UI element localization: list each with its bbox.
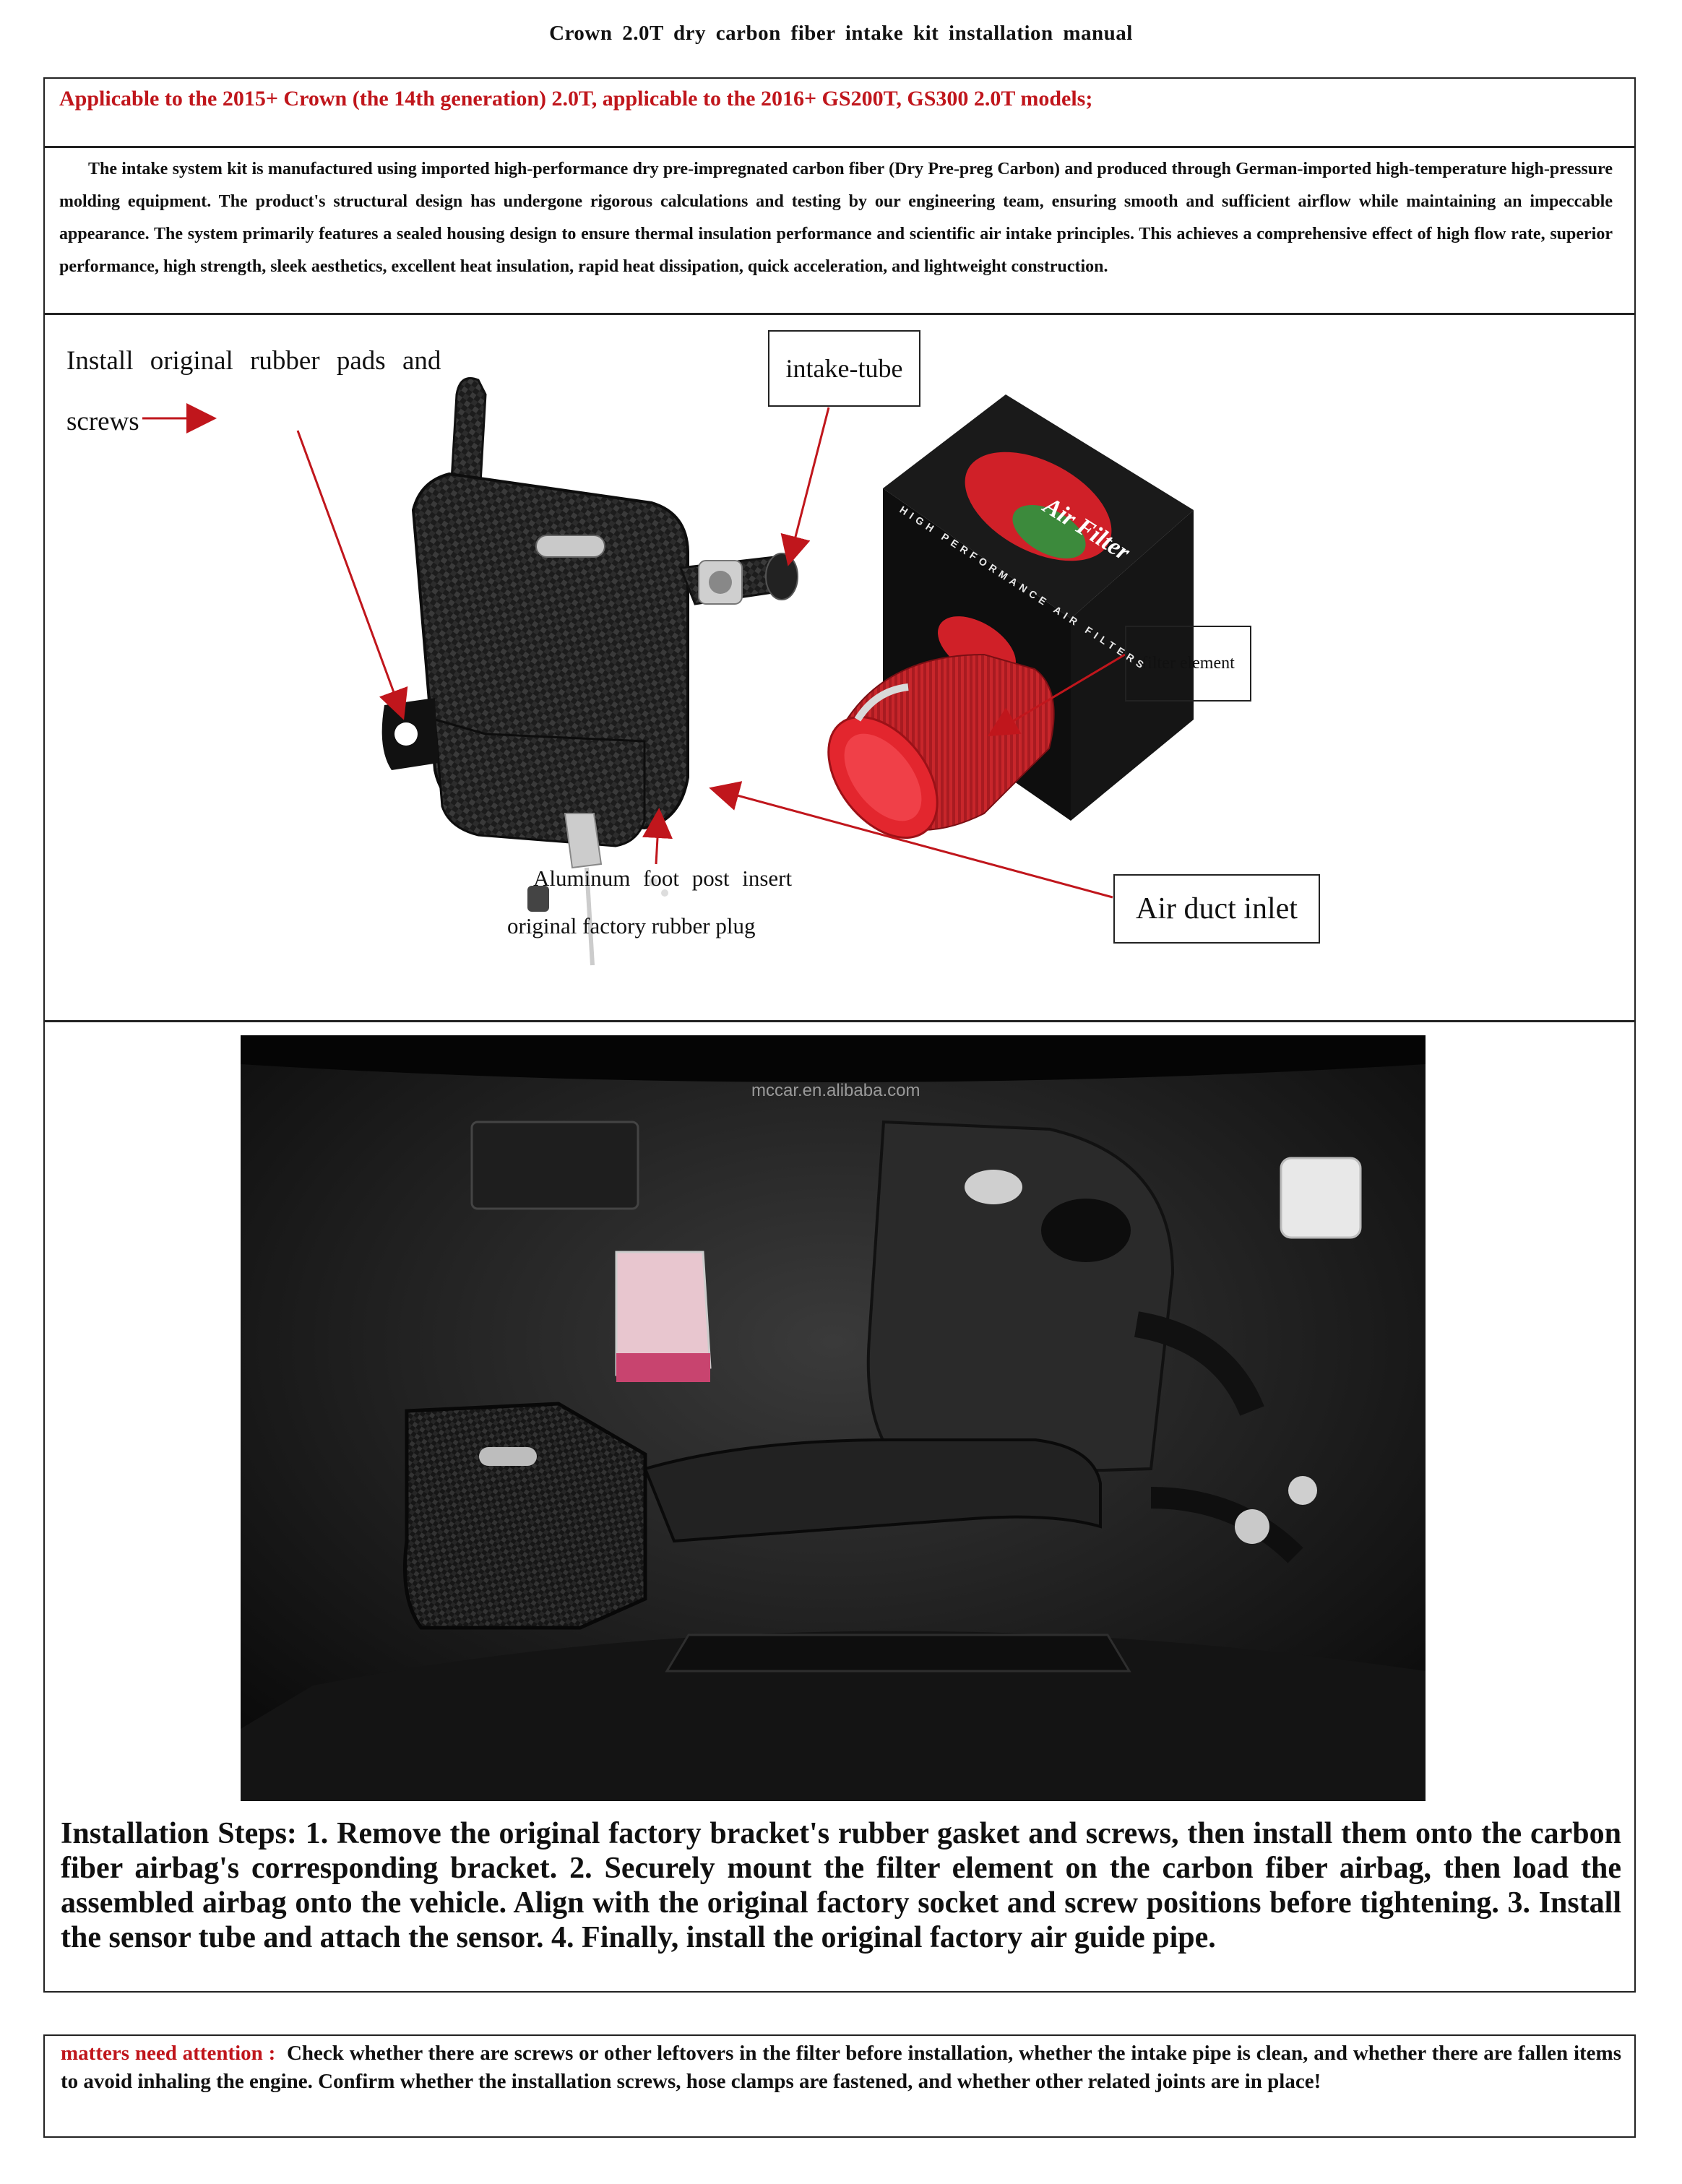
arrow-air-duct-inlet (709, 781, 1113, 899)
cone-filter-image (827, 653, 1055, 839)
installation-box (43, 1021, 1636, 1993)
notes-label: matters need attention : (61, 2042, 276, 2065)
photo-watermark: mccar.en.alibaba.com (751, 1081, 920, 1100)
arrow-aluminum-foot (642, 808, 673, 865)
rubber-plug-image (527, 886, 549, 912)
label-rubber-pads: Install original rubber pads and (66, 346, 441, 376)
arrow-intake-tube (780, 407, 830, 566)
intro-paragraph: The intake system kit is manufactured us… (59, 160, 1613, 276)
engine-bay-photo (241, 1035, 1426, 1801)
applicable-models-text: Applicable to the 2015+ Crown (the 14th … (59, 87, 1093, 111)
arrow-rubber-pads-bracket (296, 430, 408, 720)
arrow-filter-element (987, 653, 1126, 737)
label-intake-tube: intake-tube (768, 330, 920, 407)
label-rubber-pads-screws: screws (66, 407, 139, 436)
label-air-duct-inlet: Air duct inlet (1113, 874, 1320, 944)
notes-body: Check whether there are screws or other … (61, 2042, 1621, 2093)
notes-box (43, 2034, 1636, 2138)
foot-post-image (585, 867, 595, 966)
notes-paragraph: matters need attention : Check whether t… (61, 2040, 1621, 2096)
installation-steps-text: Installation Steps: 1. Remove the origin… (61, 1817, 1621, 1954)
parts-diagram-illustration: Air Filter HIGH PERFORMANCE AIR FILTERS (142, 377, 1194, 966)
label-filter-element: filter element (1125, 626, 1251, 702)
document-title: Crown 2.0T dry carbon fiber intake kit i… (549, 22, 1133, 45)
label-factory-rubber-plug: original factory rubber plug (507, 913, 756, 938)
annotation-arrows (142, 403, 1126, 899)
foot-insert-image (564, 813, 603, 869)
label-aluminum-foot-post-insert: Aluminum foot post insert (533, 866, 793, 891)
